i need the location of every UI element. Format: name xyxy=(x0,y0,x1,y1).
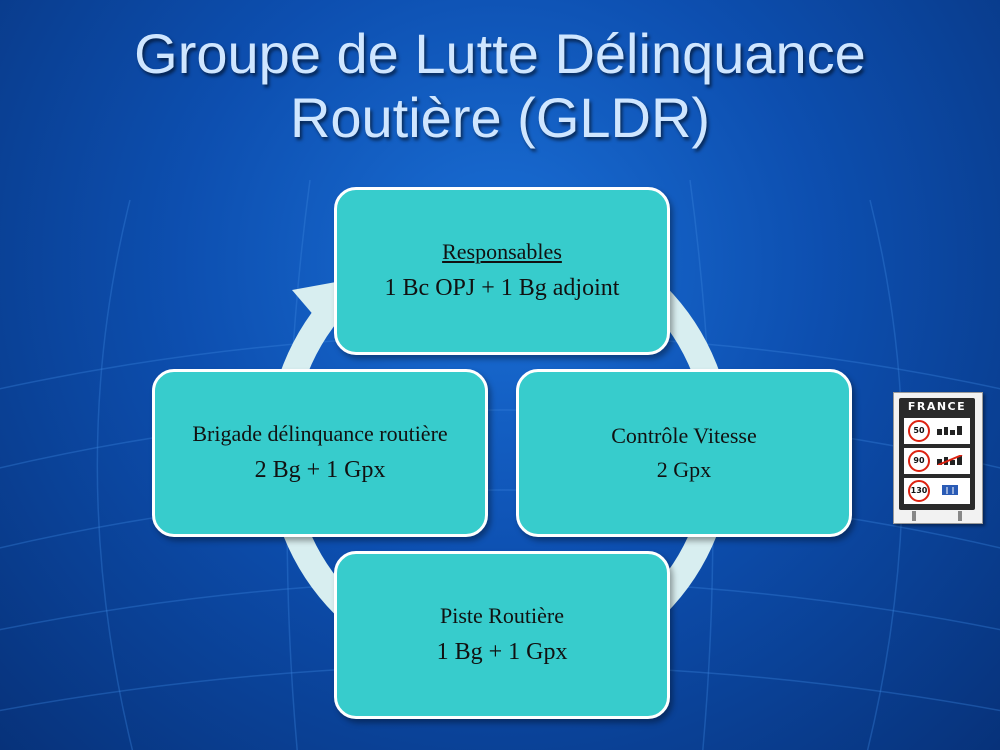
speed-limit-50: 50 xyxy=(908,420,930,442)
sign-post-left xyxy=(912,511,916,521)
france-speed-limit-sign: FRANCE 50 90 130 xyxy=(893,392,983,524)
slide-title: Groupe de Lutte Délinquance Routière (GL… xyxy=(0,22,1000,150)
responsables-heading: Responsables xyxy=(442,239,562,264)
sign-panel: FRANCE 50 90 130 xyxy=(899,398,975,510)
cycle-arrowhead-icon xyxy=(292,282,336,325)
sign-row-road: 90 xyxy=(904,448,970,474)
speed-limit-90: 90 xyxy=(908,450,930,472)
title-line-2: Routière (GLDR) xyxy=(289,86,711,149)
piste-routiere-detail: 1 Bg + 1 Gpx xyxy=(436,639,568,665)
out-of-town-icon xyxy=(937,455,963,465)
motorway-icon xyxy=(942,485,958,495)
brigade-box: Brigade délinquance routière 2 Bg + 1 Gp… xyxy=(152,369,488,537)
piste-routiere-heading: Piste Routière xyxy=(439,603,565,628)
sign-row-town: 50 xyxy=(904,418,970,444)
piste-routiere-box: Piste Routière 1 Bg + 1 Gpx xyxy=(334,551,670,719)
responsables-detail: 1 Bc OPJ + 1 Bg adjoint xyxy=(384,275,620,301)
sign-post-right xyxy=(958,511,962,521)
town-icon xyxy=(937,426,962,435)
controle-vitesse-box: Contrôle Vitesse 2 Gpx xyxy=(516,369,852,537)
brigade-detail: 2 Bg + 1 Gpx xyxy=(254,457,386,483)
speed-limit-130: 130 xyxy=(908,480,930,502)
responsables-box: Responsables 1 Bc OPJ + 1 Bg adjoint xyxy=(334,187,670,355)
title-line-1: Groupe de Lutte Délinquance xyxy=(134,22,866,85)
sign-row-motorway: 130 xyxy=(904,478,970,504)
controle-vitesse-detail: 2 Gpx xyxy=(656,457,712,482)
controle-vitesse-heading: Contrôle Vitesse xyxy=(611,423,757,448)
brigade-heading: Brigade délinquance routière xyxy=(192,421,448,446)
sign-title: FRANCE xyxy=(907,400,967,413)
